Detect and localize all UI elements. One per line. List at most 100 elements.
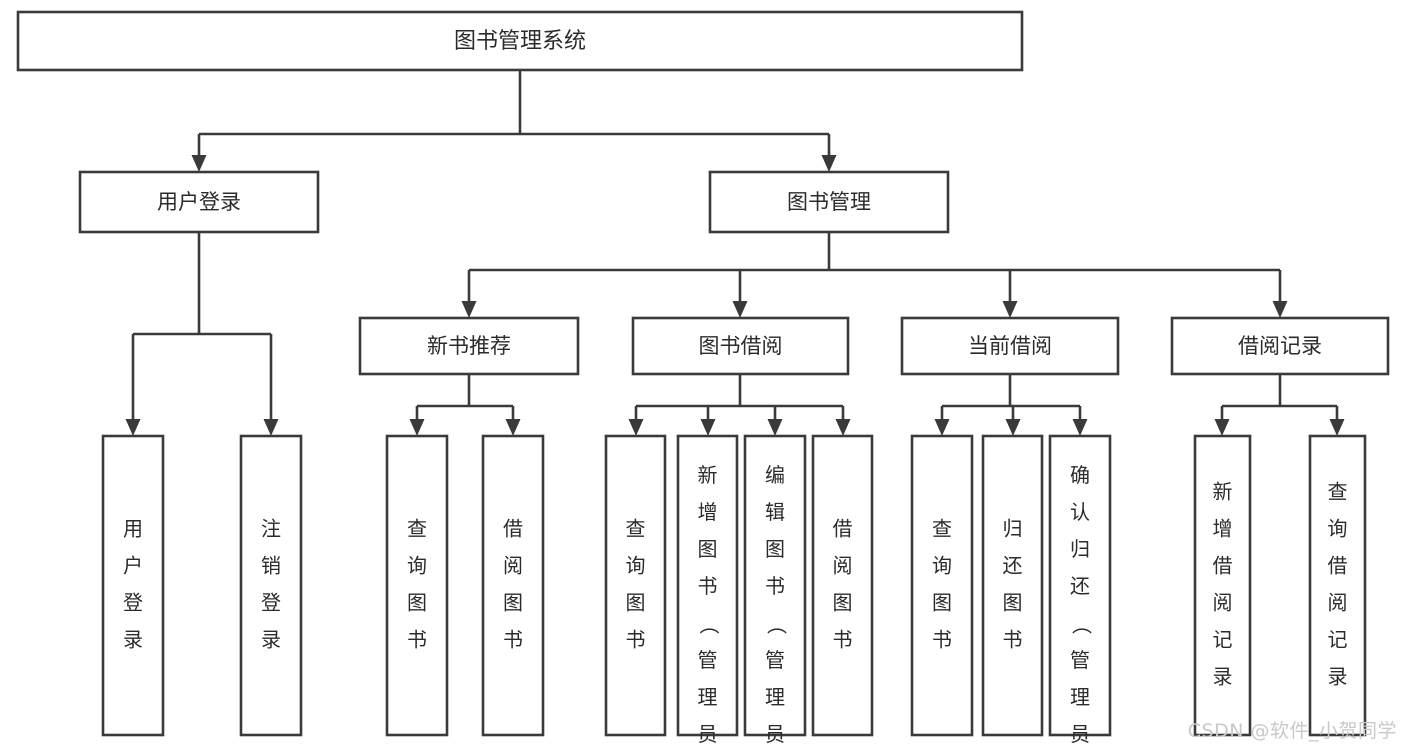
leaf-label-char: 归 (1070, 537, 1090, 561)
node-label-new_book_rec: 新书推荐 (427, 334, 511, 358)
leaf-box-leaf_borrow_book_rec[interactable] (481, 434, 545, 737)
leaf-label-char: 查 (1328, 480, 1348, 504)
leaf-box-leaf_return_book[interactable] (981, 434, 1044, 737)
leaf-box-leaf_query_book_rec[interactable] (385, 434, 449, 737)
node-box-root[interactable] (16, 10, 1024, 72)
leaf-label-char: 管 (765, 648, 785, 672)
leaf-box-leaf_user_login[interactable] (101, 434, 165, 737)
leaf-label-char: 录 (1213, 665, 1233, 689)
leaf-label-char: 借 (833, 517, 853, 541)
node-label-book_manage: 图书管理 (787, 190, 871, 214)
leaf-label-char: 归 (1003, 517, 1023, 541)
arrow-head-icon (1072, 419, 1088, 436)
leaf-box-leaf_query_record[interactable] (1308, 434, 1367, 737)
node-label-user_login: 用户登录 (157, 190, 241, 214)
node-box-book_manage[interactable] (708, 170, 950, 234)
arrow-head-icon (934, 419, 950, 436)
leaf-label-char: 询 (932, 554, 952, 578)
node-box-new_book_rec[interactable] (358, 316, 580, 376)
leaf-label-char: 借 (1328, 554, 1348, 578)
node-box-current_borrow[interactable] (900, 316, 1120, 376)
leaf-label-leaf_user_login: 用户登录 (123, 517, 143, 652)
node-root[interactable]: 图书管理系统 (16, 10, 1024, 72)
node-book_borrow[interactable]: 图书借阅 (631, 316, 850, 376)
arrow-head-icon (767, 419, 783, 436)
watermark-text: CSDN @软件_小贺同学 (1187, 720, 1397, 742)
node-new_book_rec[interactable]: 新书推荐 (358, 316, 580, 376)
leaf-label-char: 户 (123, 554, 143, 578)
arrow-head-icon (1329, 419, 1345, 436)
node-label-book_borrow: 图书借阅 (699, 334, 783, 358)
arrow-head-icon (461, 301, 477, 318)
leaf-label-char: 员 (765, 722, 785, 746)
arrow-head-icon (1272, 301, 1288, 318)
arrow-head-icon (628, 419, 644, 436)
leaf-label-char: 编 (765, 463, 785, 487)
leaf-label-char: 图 (765, 537, 785, 561)
node-box-borrow_record[interactable] (1170, 316, 1390, 376)
arrow-head-icon (1005, 419, 1021, 436)
leaf-label-char: 新 (698, 463, 718, 487)
leaf-box-leaf_add_book[interactable] (676, 434, 739, 737)
node-user_login[interactable]: 用户登录 (78, 170, 320, 234)
leaf-label-char: 理 (698, 685, 718, 709)
leaf-label-char: 查 (407, 517, 427, 541)
leaf-box-leaf_query_book_c[interactable] (910, 434, 974, 737)
leaf-box-leaf_confirm_return[interactable] (1048, 434, 1112, 737)
node-label-current_borrow: 当前借阅 (968, 334, 1052, 358)
arrow-head-icon (821, 155, 837, 172)
leaf-label-char: 书 (503, 628, 523, 652)
arrow-head-icon (1002, 301, 1018, 318)
leaf-box-leaf_user_logout[interactable] (239, 434, 303, 737)
leaf-label-char: 书 (698, 574, 718, 598)
arrow-head-icon (191, 155, 207, 172)
leaf-box-leaf_query_book_b[interactable] (604, 434, 667, 737)
leaf-box-leaf_edit_book[interactable] (743, 434, 807, 737)
node-book_manage[interactable]: 图书管理 (708, 170, 950, 234)
leaf-label-char: 查 (932, 517, 952, 541)
leaf-label-char: 增 (1213, 517, 1233, 541)
leaf-label-char: 用 (123, 517, 143, 541)
leaf-label-char: 书 (1003, 628, 1023, 652)
leaf-label-char: 管 (698, 648, 718, 672)
leaf-box-leaf_borrow_book_b[interactable] (811, 434, 874, 737)
leaf-box-leaf_add_record[interactable] (1193, 434, 1252, 737)
leaf-label-char: 理 (765, 685, 785, 709)
leaf-leaf_user_login[interactable]: 用户登录 (101, 434, 165, 737)
leaf-label-char: 员 (698, 722, 718, 746)
connector-root-to-level2 (191, 70, 837, 172)
node-current_borrow[interactable]: 当前借阅 (900, 316, 1120, 376)
leaf-label-char: 阅 (833, 554, 853, 578)
node-borrow_record[interactable]: 借阅记录 (1170, 316, 1390, 376)
leaf-label-char: 图 (626, 591, 646, 615)
leaf-label-char: 管 (1070, 648, 1090, 672)
leaf-label-char: 阅 (1328, 591, 1348, 615)
leaf-label-char: 询 (407, 554, 427, 578)
node-box-book_borrow[interactable] (631, 316, 850, 376)
leaf-label-char: 阅 (503, 554, 523, 578)
leaf-label-char: 注 (261, 517, 281, 541)
node-box-user_login[interactable] (78, 170, 320, 234)
leaf-label-char: 辑 (765, 500, 785, 524)
leaf-label-char: 书 (765, 574, 785, 598)
